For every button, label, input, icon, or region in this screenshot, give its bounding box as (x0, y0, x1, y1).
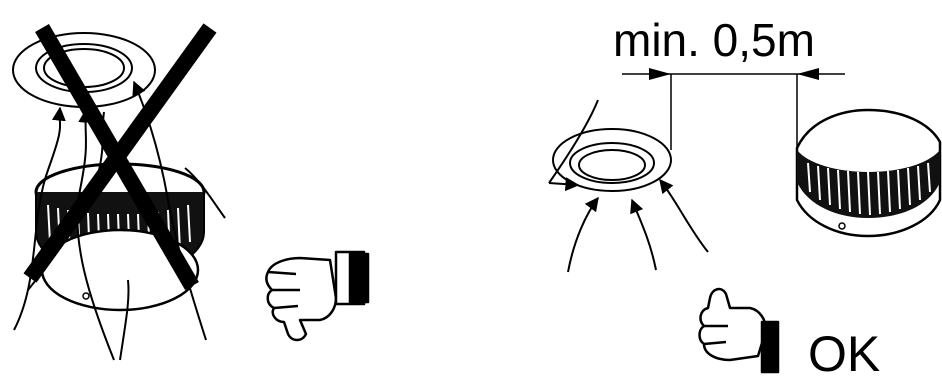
wrong-installation-panel (12, 23, 370, 361)
correct-installation-panel: min. 0,5m (548, 14, 942, 376)
airflow-arrows-right (548, 99, 709, 273)
thumbs-up-icon (698, 287, 780, 374)
smoke-detector-right (795, 108, 942, 238)
distance-dimension (622, 68, 845, 160)
thumbs-down-icon (265, 250, 370, 342)
min-distance-label: min. 0,5m (613, 14, 815, 66)
cross-icon (23, 23, 217, 291)
ok-label: OK (808, 326, 880, 376)
mounting-plate-right (552, 128, 672, 192)
